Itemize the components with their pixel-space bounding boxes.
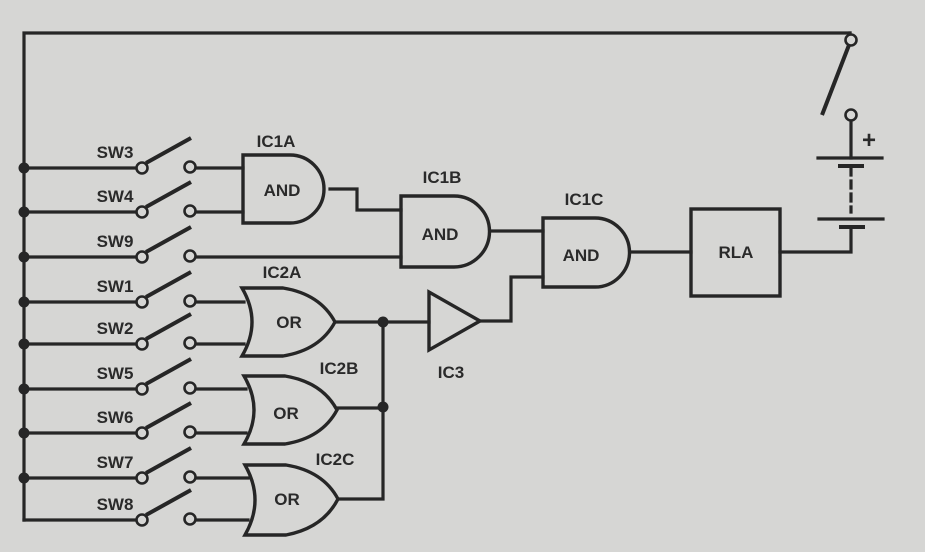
master-switch[interactable] [820,31,858,122]
switch-pivot-terminal [135,250,149,264]
switch-contact-terminal [183,249,197,263]
switch-pivot-terminal [135,471,149,485]
junction-dot [377,316,389,328]
junction-dot [18,427,30,439]
battery: + [816,119,885,229]
master-switch-contact [844,108,858,122]
switch-contact-terminal [183,160,197,174]
switch-contact-terminal [183,381,197,395]
junction-dot [18,206,30,218]
switch-label: SW4 [97,187,134,206]
switch-contact-terminal [183,204,197,218]
ic1a-to-ic1b-wire [328,187,403,212]
buffer-ic3-body [427,289,484,353]
switch-lever [145,488,192,517]
buffer-ic3: IC3 [427,289,484,382]
switch-pivot-terminal [135,295,149,309]
and-gate-ic1b-body [399,194,492,269]
gate-function-ic2a: OR [276,313,302,332]
gate-ic1a: IC1A AND [241,132,326,225]
junction-dot [377,401,389,413]
gate-ic2a: IC2A OR [239,263,337,358]
switch-sw1[interactable]: SW1 [18,270,246,309]
and-gate-ic1a-body [241,153,326,225]
switch-lever [145,270,192,299]
switch-pivot-terminal [135,426,149,440]
gate-function-ic1b: AND [422,225,459,244]
ic3-to-ic1c-wire [478,275,545,323]
switch-pivot-terminal [135,382,149,396]
junction-dot [18,296,30,308]
switch-contact-terminal [183,470,197,484]
gate-ic2b: IC2B OR [241,359,359,446]
gate-function-ic2b: OR [273,404,299,423]
switch-lever [145,225,192,254]
gate-ic1c: IC1C AND [541,190,632,289]
switch-sw8[interactable]: SW8 [22,488,250,527]
gate-label-ic1a: IC1A [257,132,296,151]
switch-lever [145,180,192,209]
gate-label-ic3: IC3 [438,363,464,382]
or-bus-vertical [336,320,385,501]
switch-lever [145,401,192,430]
gate-label-ic2c: IC2C [316,450,355,469]
switch-contact-terminal [183,294,197,308]
switch-sw9[interactable]: SW9 [18,225,403,264]
switch-sw2[interactable]: SW2 [18,312,246,351]
switch-label: SW1 [97,277,134,296]
junction-dot [18,383,30,395]
switch-sw3[interactable]: SW3 [18,136,245,175]
switch-lever [145,312,192,341]
switch-label: SW5 [97,364,134,383]
gate-function-ic1a: AND [264,181,301,200]
or-gate-ic2c-body [242,463,340,537]
switch-sw5[interactable]: SW5 [18,357,248,396]
battery-to-relay-wire [778,227,853,254]
switch-pivot-terminal [135,161,149,175]
gate-function-ic1c: AND [563,246,600,265]
gate-ic2c: IC2C OR [242,450,355,537]
gate-label-ic2b: IC2B [320,359,359,378]
switch-contact-terminal [183,425,197,439]
switch-contact-terminal [183,336,197,350]
or-gate-ic2b-body [241,374,339,446]
switch-label: SW9 [97,232,134,251]
switch-pivot-terminal [135,337,149,351]
junction-dot [18,472,30,484]
switch-sw7[interactable]: SW7 [18,446,250,485]
gate-function-ic2c: OR [274,490,300,509]
relay-label: RLA [719,243,754,262]
switch-sw4[interactable]: SW4 [18,180,245,219]
and-gate-ic1c-body [541,216,632,289]
switch-label: SW6 [97,408,134,427]
switch-lever [145,136,192,165]
switch-label: SW3 [97,143,134,162]
junction-dot [18,162,30,174]
junction-dot [18,338,30,350]
master-switch-lever [820,44,851,116]
gate-ic1b: IC1B AND [399,168,492,269]
battery-plus-label: + [862,127,876,154]
switch-lever [145,446,192,475]
switch-sw6[interactable]: SW6 [18,401,248,440]
relay-rla: RLA [689,207,782,298]
master-switch-pivot [844,33,858,47]
switch-pivot-terminal [135,513,149,527]
switch-label: SW2 [97,319,134,338]
switch-pivot-terminal [135,205,149,219]
or-gate-ic2a-body [239,286,337,358]
gate-label-ic2a: IC2A [263,263,302,282]
common-bus-wire [22,31,852,522]
switch-label: SW8 [97,495,134,514]
junction-dot [18,251,30,263]
gate-label-ic1c: IC1C [565,190,604,209]
switch-contact-terminal [183,512,197,526]
switch-lever [145,357,192,386]
gate-label-ic1b: IC1B [423,168,462,187]
switch-label: SW7 [97,453,134,472]
